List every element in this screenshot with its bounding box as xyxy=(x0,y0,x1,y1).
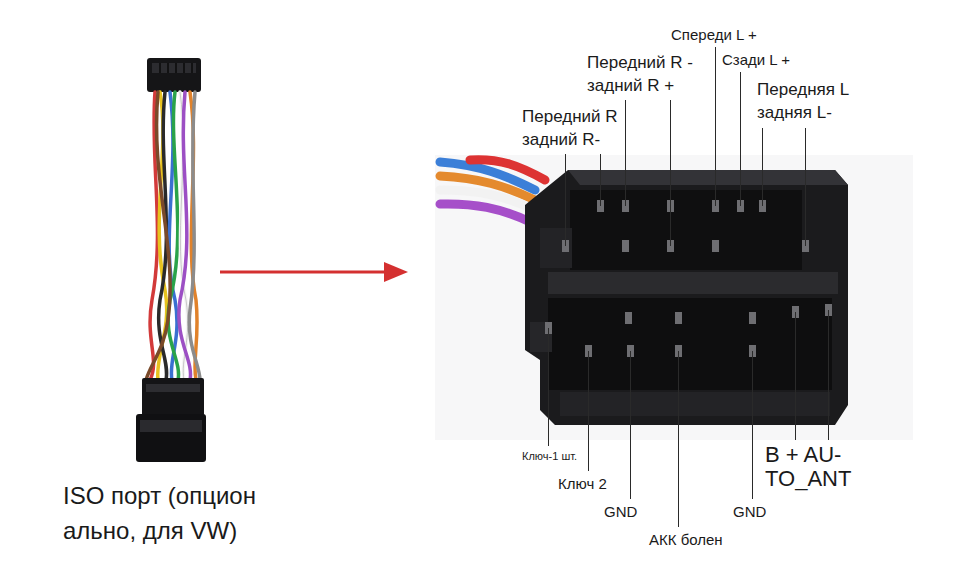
pin-label: GND xyxy=(733,502,766,522)
pin-label: GND xyxy=(604,502,637,522)
pin-label: Спереди L + xyxy=(671,25,757,45)
connector-photo xyxy=(435,155,913,440)
red-arrow xyxy=(220,262,408,282)
pin-label: АКК болен xyxy=(649,530,723,550)
pin-label: Сзади L + xyxy=(722,50,790,70)
pin-label: Передний R - задний R + xyxy=(587,51,712,97)
caption: ISO порт (опцион ально, для VW) xyxy=(63,478,295,548)
pin-label: Ключ-1 шт. xyxy=(522,449,577,463)
pin-label: B + AU- TO_ANT xyxy=(765,443,870,491)
pin-label: Ключ 2 xyxy=(558,474,607,494)
pin-label: Передняя L задняя L- xyxy=(757,78,867,124)
pin-label: Передний R задний R- xyxy=(522,105,637,151)
harness-photo xyxy=(136,58,206,462)
